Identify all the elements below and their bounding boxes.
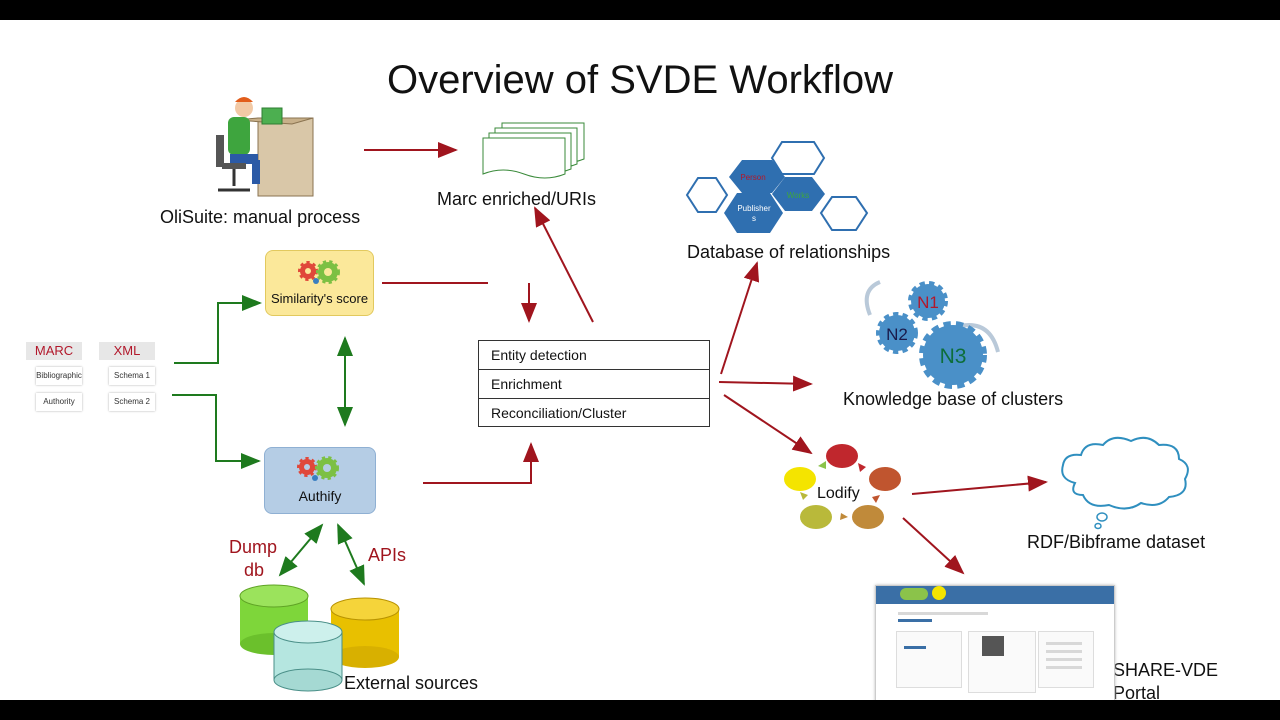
marc-item-bibliographic: Bibliographic: [36, 367, 82, 385]
dump-label: Dump: [229, 537, 278, 557]
knowledge-base-label: Knowledge base of clusters: [843, 389, 1064, 409]
cluster-n1-label: N1: [917, 293, 939, 312]
person-hexagon: [729, 160, 785, 193]
works-hexagon: [772, 177, 825, 211]
marc-enriched-label: Marc enriched/URIs: [437, 189, 597, 209]
lodify-cycle: [784, 444, 901, 529]
xml-item-schema-1: Schema 1: [109, 367, 155, 385]
rdf-dataset-label: RDF/Bibframe dataset: [1027, 532, 1206, 552]
lodify-label: Lodify: [817, 485, 860, 502]
external-sources-label: External sources: [344, 673, 479, 693]
share-vde-portal-thumbnail: [875, 585, 1115, 700]
processing-steps-box: Entity detection Enrichment Reconciliati…: [478, 340, 710, 427]
gears-icon: [297, 456, 339, 481]
marc-item-authority: Authority: [36, 393, 82, 411]
marc-title: MARC: [26, 342, 82, 360]
diagram-canvas: Person Works Publisher s N1 N2 N3: [172, 97, 1189, 692]
reconciliation-cluster-step: Reconciliation/Cluster: [491, 405, 627, 421]
marc-format: MARC Bibliographic Authority: [26, 342, 82, 414]
works-label: Works: [787, 191, 810, 200]
publishers-hexagon: [724, 193, 783, 233]
similarity-score-label: Similarity's score: [270, 291, 369, 306]
apis-label: APIs: [368, 545, 407, 565]
publishers-label: Publisher: [737, 204, 771, 213]
external-sources-databases: [239, 584, 400, 692]
authify-label: Authify: [298, 488, 342, 504]
green-arrows: [172, 295, 365, 586]
authify-node: Authify: [264, 447, 376, 514]
similarity-score-node: Similarity's score: [265, 250, 374, 316]
entity-detection-step: Entity detection: [479, 341, 709, 370]
db-relationships-label: Database of relationships: [687, 242, 891, 262]
xml-item-schema-2: Schema 2: [109, 393, 155, 411]
cluster-n2-label: N2: [886, 325, 908, 344]
page-title: Overview of SVDE Workflow: [386, 58, 894, 102]
person-at-computer-icon: [216, 97, 314, 197]
relationships-hexagons: Person Works Publisher s: [685, 141, 869, 233]
gears-icon: [298, 260, 340, 284]
publishers-label-2: s: [752, 214, 756, 223]
enrichment-step: Enrichment: [479, 370, 709, 399]
cluster-n3-label: N3: [940, 345, 967, 368]
share-vde-label: SHARE-VDE: [1113, 660, 1219, 680]
xml-format: XML Schema 1 Schema 2: [99, 342, 155, 414]
red-arrows: [364, 142, 1048, 575]
documents-stack-icon: [482, 122, 585, 179]
person-label: Person: [740, 173, 765, 182]
cluster-gears: N1 N2 N3: [864, 280, 1000, 389]
share-vde-portal-label: Portal: [1113, 683, 1161, 700]
rdf-cloud-icon: [1061, 436, 1189, 510]
slide: Overview of SVDE Workflow: [0, 20, 1280, 700]
olisuite-label: OliSuite: manual process: [160, 207, 361, 227]
xml-title: XML: [99, 342, 155, 360]
db-label: db: [244, 560, 265, 580]
